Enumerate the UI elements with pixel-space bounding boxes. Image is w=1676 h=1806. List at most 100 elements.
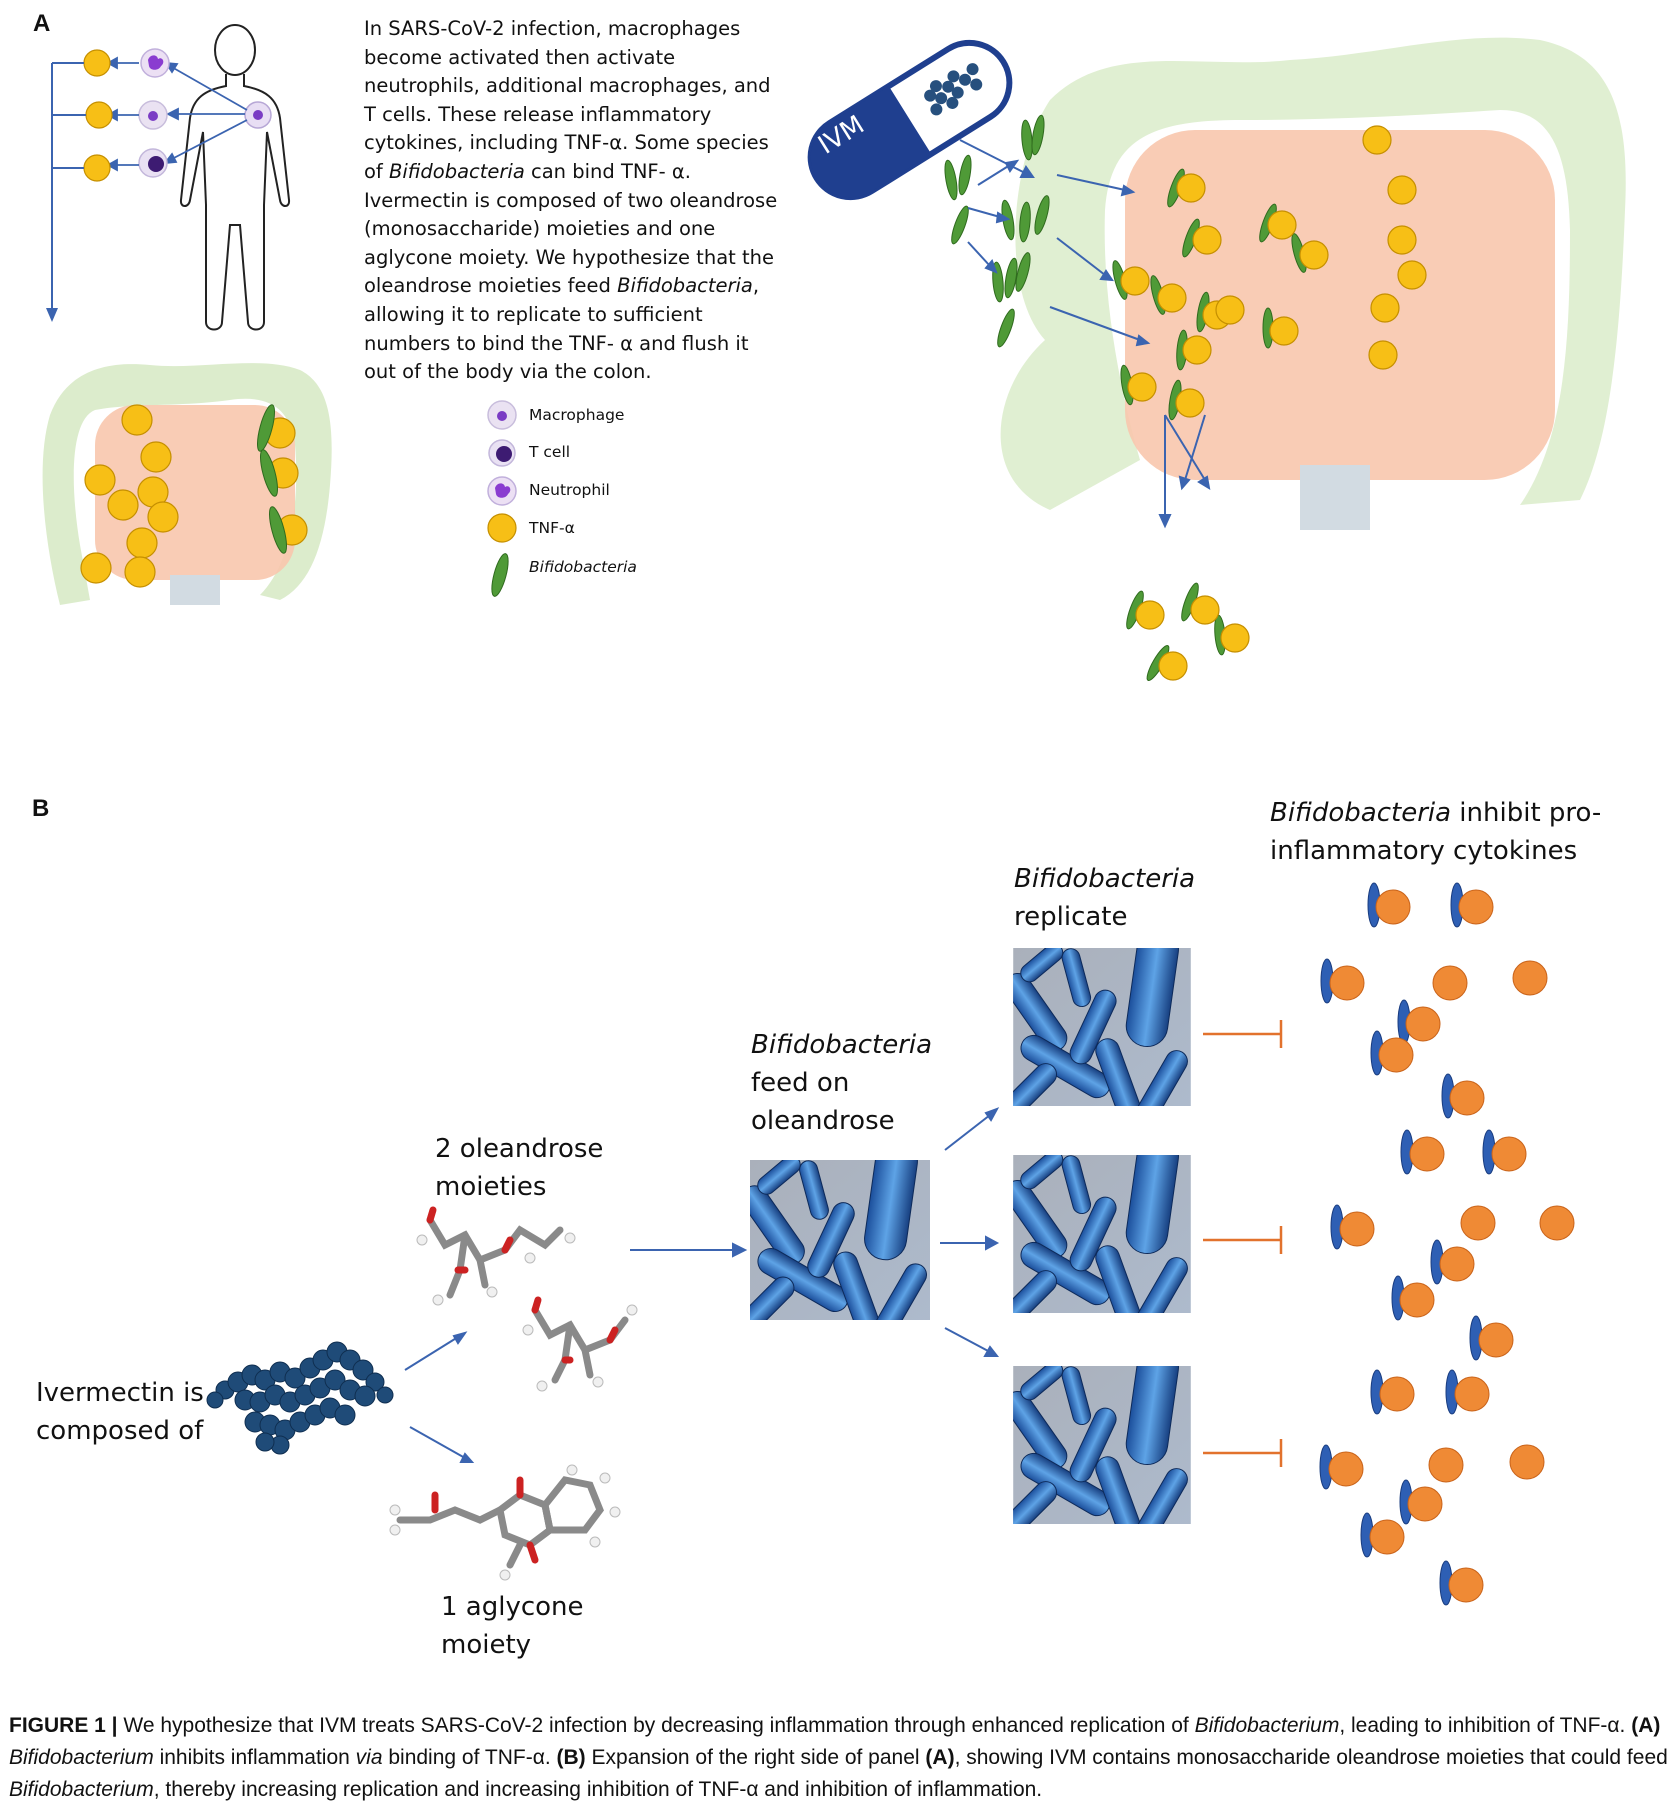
paragraph-line: In SARS-CoV-2 infection, macrophages bbox=[364, 15, 784, 44]
aglycone-molecule-icon bbox=[389, 1464, 621, 1581]
caption-segment: , thereby increasing replication and inc… bbox=[153, 1778, 1043, 1801]
paragraph-text: oleandrose moieties feed bbox=[364, 274, 618, 298]
inhibit-label-line1: Bifidobacteria inhibit pro- bbox=[1270, 794, 1601, 832]
paragraph-text: neutrophils, additional macrophages, and bbox=[364, 74, 771, 98]
paragraph-text: T cells. These release inflammatory bbox=[364, 102, 712, 126]
macrophage-icon bbox=[138, 100, 168, 130]
panel-a-description: In SARS-CoV-2 infection, macrophages beco… bbox=[364, 15, 784, 387]
caption-segment: (A) bbox=[1631, 1714, 1661, 1737]
paragraph-text: numbers to bind the TNF- α and flush it bbox=[364, 331, 749, 355]
caption-segment: We hypothesize that IVM treats SARS-CoV-… bbox=[117, 1714, 1195, 1737]
ivermectin-molecule-icon bbox=[206, 1341, 394, 1455]
feed-label-line2: feed on bbox=[751, 1068, 850, 1098]
paragraph-line: out of the body via the colon. bbox=[364, 358, 784, 387]
panel-a-large-colon: IVM bbox=[807, 37, 1626, 681]
paragraph-line: aglycone moiety. We hypothesize that the bbox=[364, 244, 784, 273]
legend-label-bifido: Bifidobacteria bbox=[529, 558, 637, 576]
feed-label: Bifidobacteria feed on oleandrose bbox=[751, 1026, 932, 1140]
legend-icons bbox=[487, 400, 517, 597]
ivermectin-label: Ivermectin is composed of bbox=[36, 1374, 204, 1450]
caption-segment: , leading to inhibition of TNF-α. bbox=[1339, 1714, 1632, 1737]
bound-cytokines bbox=[1319, 882, 1527, 1606]
human-body-outline bbox=[179, 24, 291, 331]
paragraph-line: neutrophils, additional macrophages, and bbox=[364, 72, 784, 101]
paragraph-text: (monosaccharide) moieties and one bbox=[364, 217, 716, 241]
paragraph-line: become activated then activate bbox=[364, 44, 784, 73]
paragraph-line: cytokines, including TNF-α. Some species bbox=[364, 129, 784, 158]
neutrophil-icon bbox=[140, 48, 170, 78]
paragraph-text: aglycone moiety. We hypothesize that the bbox=[364, 245, 774, 269]
bacteria-replicate-image-1 bbox=[1011, 948, 1193, 1106]
figure-caption: FIGURE 1 | We hypothesize that IVM treat… bbox=[9, 1710, 1669, 1806]
paragraph-line: allowing it to replicate to sufficient bbox=[364, 301, 784, 330]
legend-neutrophil-icon bbox=[487, 476, 517, 506]
bacteria-feed-image bbox=[750, 1160, 930, 1320]
paragraph-text: cytokines, including TNF-α. Some species bbox=[364, 131, 769, 155]
paragraph-line: numbers to bind the TNF- α and flush it bbox=[364, 330, 784, 359]
tnf-alpha-circles bbox=[83, 49, 113, 182]
ivermectin-label-line2: composed of bbox=[36, 1416, 204, 1446]
caption-segment: via bbox=[355, 1746, 383, 1769]
panel-a-letter: A bbox=[33, 10, 51, 37]
replicate-label-line1: Bifidobacteria bbox=[1014, 864, 1196, 894]
caption-segment: inhibits inflammation bbox=[153, 1746, 356, 1769]
legend-label-neutrophil: Neutrophil bbox=[529, 481, 610, 499]
caption-segment: Bifidobacterium bbox=[9, 1778, 154, 1801]
paragraph-italic: Bifidobacteria bbox=[389, 159, 525, 183]
inhibition-symbols bbox=[1203, 1020, 1283, 1467]
inhibit-label-line2: inflammatory cytokines bbox=[1270, 836, 1578, 866]
caption-segment: Bifidobacterium bbox=[9, 1746, 154, 1769]
caption-segment: (A) bbox=[925, 1746, 955, 1769]
feed-label-line3: oleandrose bbox=[751, 1106, 895, 1136]
paragraph-line: (monosaccharide) moieties and one bbox=[364, 215, 784, 244]
aglycone-label-line2: moiety bbox=[441, 1630, 532, 1660]
paragraph-text: , bbox=[752, 274, 760, 298]
feed-label-line1: Bifidobacteria bbox=[751, 1030, 933, 1060]
panel-b-letter: B bbox=[32, 795, 50, 822]
paragraph-text: out of the body via the colon. bbox=[364, 360, 652, 384]
replicate-label-line2: replicate bbox=[1014, 902, 1128, 932]
bacteria-replicate-image-2 bbox=[1011, 1155, 1193, 1313]
ivm-capsule-icon bbox=[807, 39, 1013, 201]
replicate-label: Bifidobacteria replicate bbox=[1014, 860, 1195, 936]
t-cell-icon bbox=[138, 148, 168, 178]
paragraph-line: of Bifidobacteria can bind TNF- α. bbox=[364, 158, 784, 187]
paragraph-line: oleandrose moieties feed Bifidobacteria, bbox=[364, 272, 784, 301]
legend-t-cell-icon bbox=[488, 439, 516, 467]
legend-label-macrophage: Macrophage bbox=[529, 406, 625, 424]
paragraph-line: Ivermectin is composed of two oleandrose bbox=[364, 187, 784, 216]
paragraph-text: of bbox=[364, 159, 389, 183]
to-replicate-arrows bbox=[940, 1107, 1000, 1357]
caption-body: We hypothesize that IVM treats SARS-CoV-… bbox=[9, 1714, 1668, 1801]
oleandrose-label: 2 oleandrose moieties bbox=[435, 1130, 603, 1206]
chest-macrophage-icon bbox=[244, 101, 272, 129]
ivermectin-split-arrows bbox=[404, 1331, 475, 1463]
paragraph-text: become activated then activate bbox=[364, 45, 676, 69]
legend-tnf-icon bbox=[487, 513, 517, 543]
paragraph-line: T cells. These release inflammatory bbox=[364, 101, 784, 130]
inhibit-label: Bifidobacteria inhibit pro- inflammatory… bbox=[1270, 794, 1601, 870]
caption-segment: , showing IVM contains monosaccharide ol… bbox=[954, 1746, 1668, 1769]
paragraph-italic: Bifidobacteria bbox=[617, 274, 753, 298]
caption-segment: (B) bbox=[556, 1746, 586, 1769]
oleandrose-molecules-icon bbox=[416, 1206, 638, 1392]
inhibit-label-rest: inhibit pro- bbox=[1451, 798, 1602, 828]
legend-label-tnf: TNF-α bbox=[529, 519, 575, 537]
paragraph-text: allowing it to replicate to sufficient bbox=[364, 302, 703, 326]
legend-label-tcell: T cell bbox=[529, 443, 571, 461]
to-feed-arrow bbox=[630, 1242, 748, 1258]
paragraph-text: In SARS-CoV-2 infection, macrophages bbox=[364, 17, 741, 40]
paragraph-text: can bind TNF- α. bbox=[524, 159, 691, 183]
caption-segment: Expansion of the right side of panel bbox=[585, 1746, 926, 1769]
oleandrose-label-line2: moieties bbox=[435, 1172, 547, 1202]
inhibit-label-italic: Bifidobacteria bbox=[1270, 798, 1452, 828]
bacteria-replicate-image-3 bbox=[1011, 1366, 1193, 1524]
panel-a-pathway-graphic bbox=[46, 24, 291, 331]
legend-bifido-icon bbox=[491, 553, 509, 597]
caption-label: FIGURE 1 | bbox=[9, 1714, 118, 1737]
aglycone-label-line1: 1 aglycone bbox=[441, 1592, 584, 1622]
free-cytokines bbox=[1428, 960, 1575, 1483]
cytokine-receptor-field bbox=[1319, 882, 1575, 1606]
paragraph-text: Ivermectin is composed of two oleandrose bbox=[364, 188, 778, 212]
aglycone-label: 1 aglycone moiety bbox=[441, 1588, 584, 1664]
